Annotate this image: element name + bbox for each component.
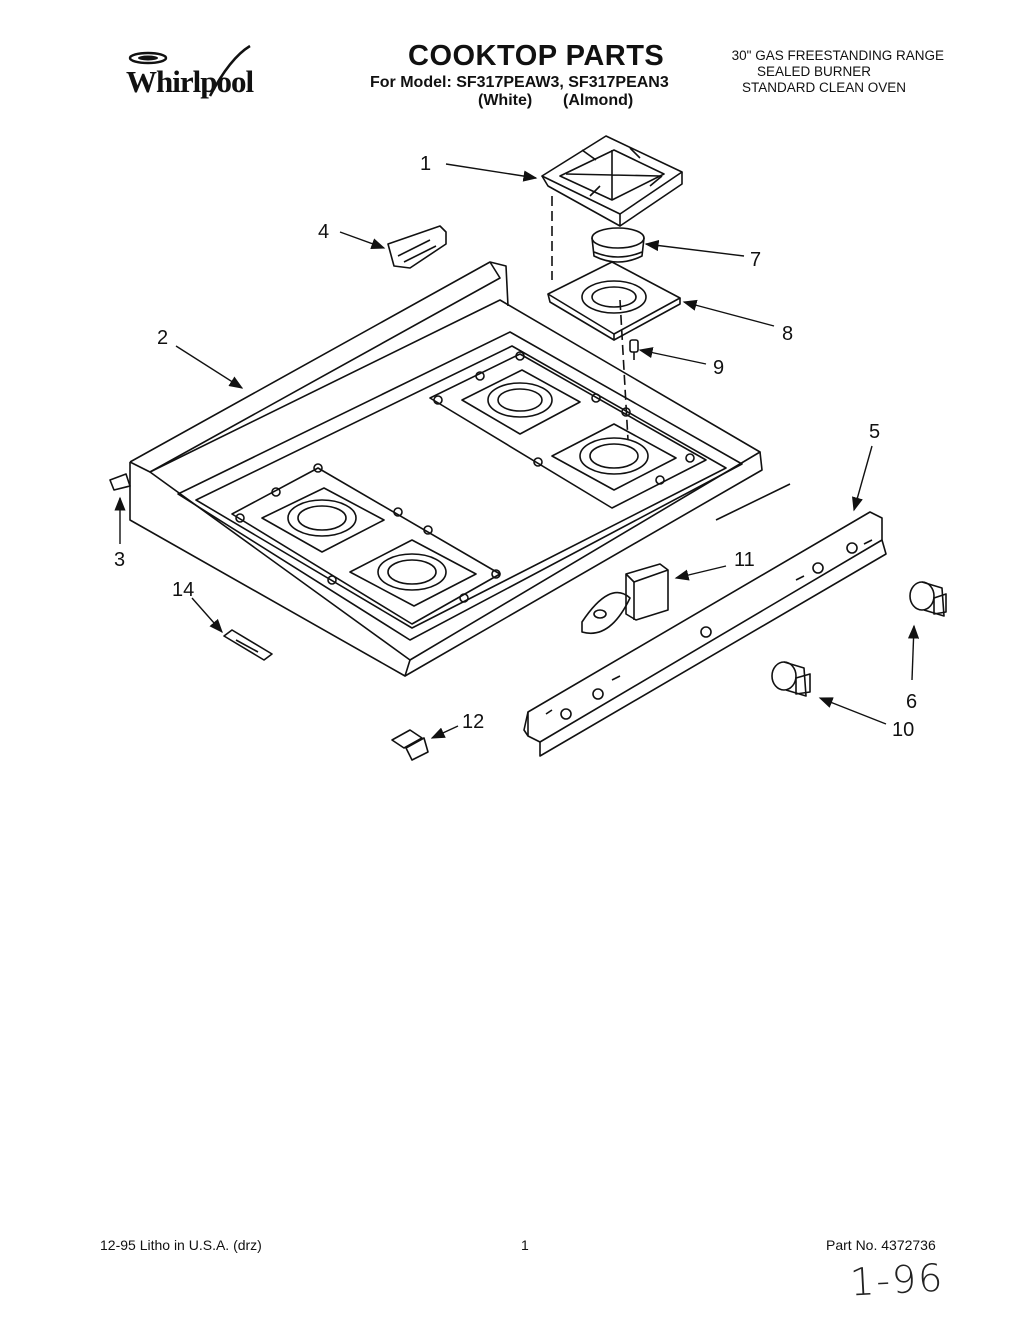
litho-info: 12-95 Litho in U.S.A. (drz) [100,1237,262,1253]
callout-1: 1 [420,153,431,175]
whirlpool-logo: Whirlpool [120,38,280,108]
callout-2: 2 [157,327,168,349]
callout-8: 8 [782,323,793,345]
spec-oven-type: STANDARD CLEAN OVEN [741,80,907,95]
spring-clips [391,729,429,761]
page-title: COOKTOP PARTS [408,40,665,72]
rear-bracket [387,225,447,269]
screw [629,339,639,360]
spec-burner-type: SEALED BURNER [756,64,872,79]
control-knob-front [771,661,811,697]
whirlpool-swirl-icon [128,44,251,97]
burner-base-plate [547,261,681,341]
callout-12: 12 [462,711,484,733]
burner-grate [541,135,683,227]
callout-10: 10 [892,719,914,741]
color-white-label: (White) [478,92,533,109]
callout-7: 7 [750,249,761,271]
cooktop-main-top [129,261,791,677]
spec-range-type: 30" GAS FREESTANDING RANGE [731,48,944,63]
color-almond-label: (Almond) [563,92,634,109]
callout-4: 4 [318,221,329,243]
callout-5: 5 [869,421,880,443]
control-knob-right [909,581,947,617]
burner-cap [591,227,645,263]
callout-9: 9 [713,357,724,379]
side-clip [109,473,131,491]
page-number: 1 [521,1237,529,1253]
control-manifold-panel [523,511,887,757]
rating-label-strip [223,629,273,661]
callout-11: 11 [734,549,755,571]
callout-14: 14 [172,579,194,601]
model-numbers: For Model: SF317PEAW3, SF317PEAN3 [370,74,669,91]
callout-3: 3 [114,549,125,571]
handwritten-note: 1-96 [848,1255,946,1305]
part-number: Part No. 4372736 [826,1237,936,1253]
callout-6: 6 [906,691,917,713]
spark-ignition-module [581,563,669,634]
brand-name: Whirlpool [126,64,254,99]
